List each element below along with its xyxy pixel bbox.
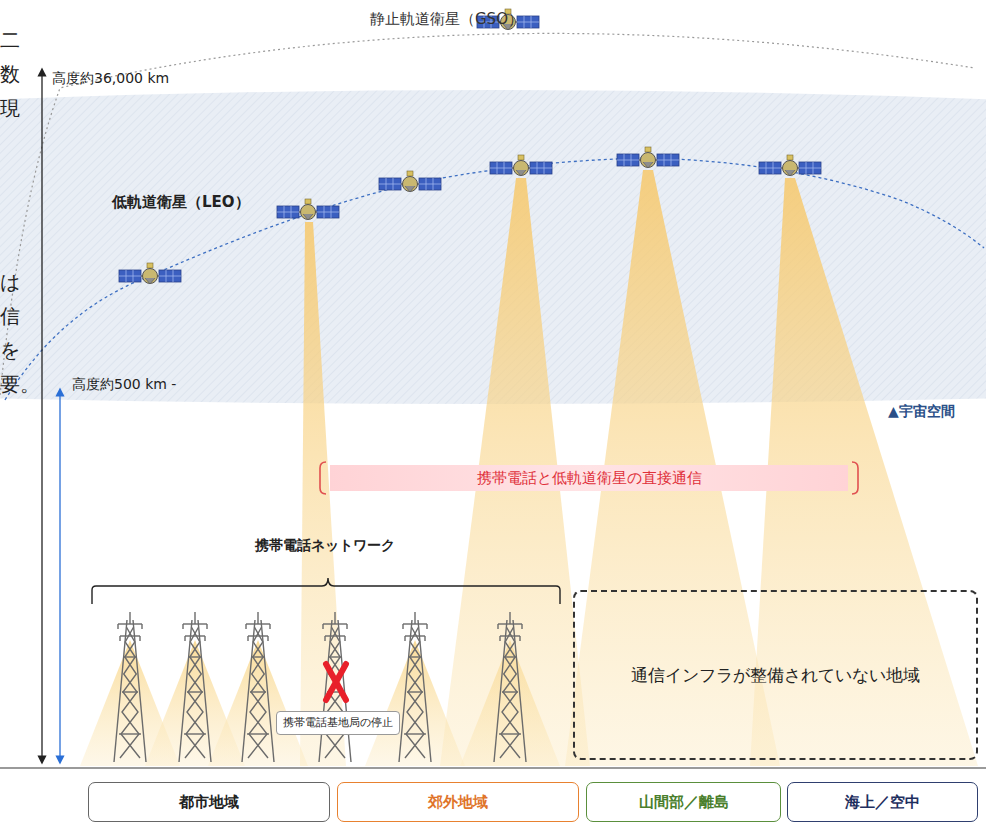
cut-off-text: 数	[0, 62, 20, 86]
bracket	[320, 462, 858, 494]
orbit-label: 低軌道衛星（LEO）	[112, 193, 250, 211]
area-box: 都市地域	[88, 782, 330, 822]
cut-off-text: 要。	[0, 372, 40, 396]
node-text: 携帯電話と低軌道衛星の直接通信	[477, 469, 702, 488]
area-box: 郊外地域	[337, 782, 579, 822]
cut-off-text: は	[0, 270, 20, 294]
node-text: 郊外地域	[428, 793, 488, 812]
orbit-label: 静止軌道衛星（GSO）	[370, 10, 523, 28]
node-text: 山間部／離島	[639, 793, 729, 812]
direct-communication-band: 携帯電話と低軌道衛星の直接通信	[330, 465, 848, 491]
cut-off-text: 現	[0, 96, 20, 120]
altitude-label: 高度約36,000 km	[52, 70, 169, 87]
base-station-tower	[114, 612, 526, 762]
network-brace	[92, 578, 560, 604]
status-box: 携帯電話基地局の停止	[276, 711, 400, 735]
cut-off-text: 二	[0, 28, 20, 52]
node-text: 都市地域	[179, 793, 239, 812]
satellite-icon	[119, 9, 821, 284]
altitude-arrow	[41, 72, 42, 760]
cut-off-text: 信	[0, 304, 20, 328]
ground-line	[0, 767, 986, 769]
node-text: 通信インフラが整備されていない地域	[631, 664, 920, 687]
area-box: 山間部／離島	[586, 782, 781, 822]
satellite-beam	[300, 170, 978, 766]
node-text: 海上／空中	[845, 793, 920, 812]
stop-cross	[326, 664, 346, 700]
region-label: ▲宇宙空間	[888, 403, 955, 420]
region-box: 通信インフラが整備されていない地域	[573, 590, 978, 760]
network-label: 携帯電話ネットワーク	[255, 537, 395, 554]
cut-off-text: を	[0, 338, 20, 362]
altitude-label: 高度約500 km -	[72, 376, 176, 393]
altitude-arrow	[59, 392, 60, 760]
area-box: 海上／空中	[787, 782, 978, 822]
node-text: 携帯電話基地局の停止	[283, 716, 393, 730]
